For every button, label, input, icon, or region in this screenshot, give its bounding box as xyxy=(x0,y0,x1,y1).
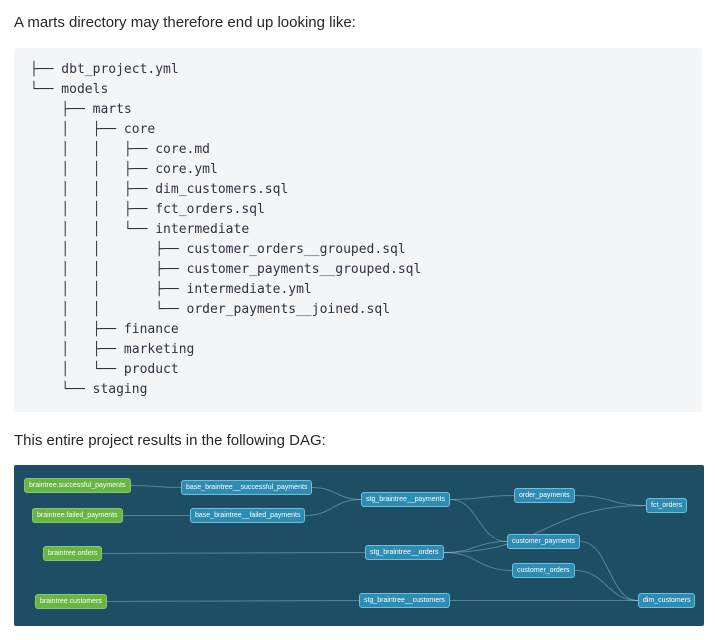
dag-node-fct_orders: fct_orders xyxy=(646,498,688,513)
dag-node-braintree.customers: braintree.customers xyxy=(35,594,107,609)
dag-edge-stg_braintree__orders--fct_orders xyxy=(443,505,647,553)
directory-tree-text: ├── dbt_project.yml └── models ├── marts… xyxy=(30,62,422,397)
dag-edge-base_braintree__successful_payments--stg_braintree__payments xyxy=(311,487,362,500)
dag-edges xyxy=(101,485,647,602)
dag-edge-braintree.customers--stg_braintree__customers xyxy=(106,600,360,602)
dag-edge-stg_braintree__payments--customer_payments xyxy=(449,499,508,542)
dag-edge-braintree.successful_payments--base_braintree__successful_payments xyxy=(130,485,182,488)
dag-node-base_braintree__successful_payments: base_braintree__successful_payments xyxy=(181,480,313,495)
dag-edge-stg_braintree__payments--order_payments xyxy=(449,495,515,500)
dag-image: braintree.successful_payments braintree.f… xyxy=(14,465,704,626)
dag-edge-customer_payments--dim_customers xyxy=(579,541,639,601)
dag-node-stg_braintree__customers: stg_braintree__customers xyxy=(359,593,450,608)
directory-tree-code-block: ├── dbt_project.yml └── models ├── marts… xyxy=(14,48,702,412)
dag-node-braintree.successful_payments: braintree.successful_payments xyxy=(24,478,131,493)
dag-caption: This entire project results in the follo… xyxy=(14,432,326,449)
dag-edge-stg_braintree__orders--customer_orders xyxy=(443,552,513,571)
dag-node-base_braintree__failed_payments: base_braintree__failed_payments xyxy=(190,508,306,523)
dag-node-braintree.orders: braintree.orders xyxy=(43,546,103,561)
dag-node-braintree.failed_payments: braintree.failed_payments xyxy=(32,508,123,523)
dag-node-customer_orders: customer_orders xyxy=(512,563,575,578)
dag-edge-base_braintree__failed_payments--stg_braintree__payments xyxy=(304,499,362,516)
dag-edge-braintree.orders--stg_braintree__orders xyxy=(101,552,366,554)
dag-node-customer_payments: customer_payments xyxy=(507,534,581,549)
dag-edge-order_payments--fct_orders xyxy=(574,495,647,506)
dag-node-stg_braintree__payments: stg_braintree__payments xyxy=(361,492,450,507)
dag-edge-stg_braintree__orders--customer_payments xyxy=(443,541,508,553)
dag-node-order_payments: order_payments xyxy=(514,488,575,503)
dag-edge-customer_orders--dim_customers xyxy=(574,570,639,601)
dag-node-dim_customers: dim_customers xyxy=(638,593,696,608)
intro-paragraph: A marts directory may therefore end up l… xyxy=(14,14,356,31)
dag-node-stg_braintree__orders: stg_braintree__orders xyxy=(365,545,444,560)
